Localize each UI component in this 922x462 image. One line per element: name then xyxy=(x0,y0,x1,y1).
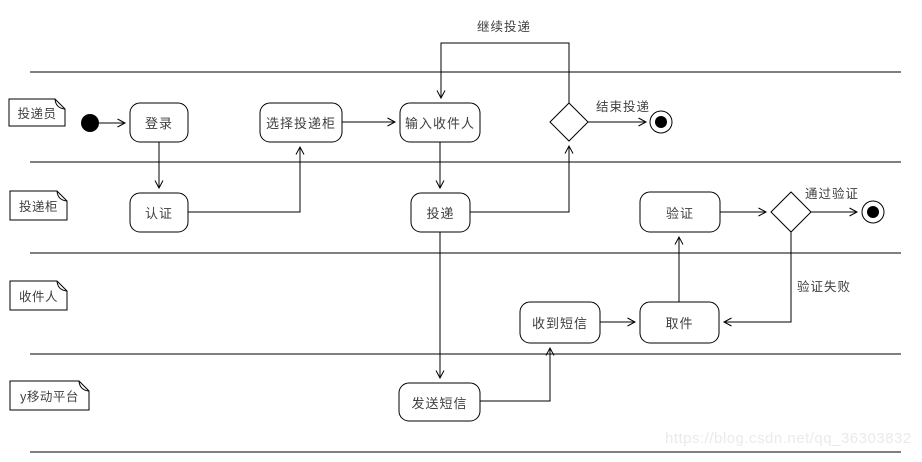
edge-send-sms-to-receive-sms xyxy=(480,346,555,402)
activity-box-send-sms xyxy=(398,382,481,422)
lane-note-mobile-platform-fold xyxy=(78,380,90,392)
lane-note-courier-fold xyxy=(54,98,66,110)
activity-box-receive-sms xyxy=(519,301,601,344)
activity-box-login xyxy=(129,102,189,143)
activity-box-input-recipient xyxy=(399,102,481,143)
edge-authenticate-to-select-cabinet xyxy=(188,145,305,213)
lane-note-mobile-platform xyxy=(9,380,90,411)
lane-note-cabinet-fold xyxy=(56,190,68,202)
activity-box-pickup xyxy=(639,301,720,344)
start-node xyxy=(81,114,99,132)
activity-box-verify xyxy=(639,191,721,233)
activity-box-select-cabinet xyxy=(259,102,343,143)
lane-note-cabinet xyxy=(9,190,68,221)
end-node-verify-inner xyxy=(867,206,879,218)
watermark-text: https://blog.csdn.net/qq_36303832 xyxy=(665,430,912,447)
activity-box-deliver xyxy=(410,192,471,233)
lane-note-courier xyxy=(8,98,66,127)
decision-diamond-verify xyxy=(770,191,812,233)
decision-diamond-delivery xyxy=(549,102,589,142)
edge-decision1-to-input-recipient-loop xyxy=(436,42,570,103)
lane-note-recipient xyxy=(9,280,68,311)
lane-note-recipient-fold xyxy=(56,280,68,292)
edge-decision2-to-pickup-fail xyxy=(722,232,792,327)
activity-box-authenticate xyxy=(129,192,189,233)
edge-deliver-to-decision1 xyxy=(470,144,574,213)
end-node-delivery-inner xyxy=(655,116,667,128)
